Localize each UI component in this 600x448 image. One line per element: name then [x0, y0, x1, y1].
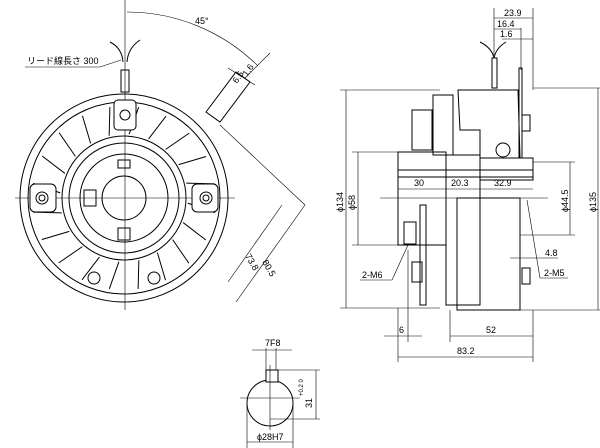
- key-tolerance: +0.2 0: [299, 378, 305, 396]
- screw-2-m6: 2-M6: [362, 270, 383, 280]
- key-height: 31: [304, 398, 314, 408]
- cooling-fin: [165, 132, 190, 150]
- dim-16-4: 16.4: [497, 19, 515, 29]
- key-width: 7F8: [265, 338, 281, 348]
- front-view: リード線長さ 300 45° 1.6 6.5 73.8 80.5: [15, 0, 306, 310]
- cooling-fin: [178, 155, 207, 166]
- bot-dim-6: 6: [399, 325, 404, 335]
- dim-1-6: 1.6: [500, 29, 513, 39]
- side-view: 23.9 16.4 1.6 ϕ134 ϕ58 ϕ135: [335, 8, 600, 362]
- cooling-fin: [81, 115, 92, 144]
- dim-23-9: 23.9: [504, 8, 522, 18]
- cooling-fin: [156, 252, 167, 281]
- cooling-fin: [182, 222, 207, 241]
- len-32-9: 32.9: [494, 178, 512, 188]
- screw-2-m5: 2-M5: [544, 268, 565, 278]
- cooling-fin: [108, 107, 111, 136]
- cooling-fin: [41, 230, 70, 241]
- cooling-fin: [172, 239, 190, 264]
- radius-80-5: 80.5: [260, 258, 277, 278]
- len-20-3: 20.3: [451, 178, 469, 188]
- lead-wire-label: リード線長さ 300: [27, 55, 99, 66]
- cooling-fin: [81, 256, 100, 281]
- keyway-view: 7F8 31 +0.2 0 ϕ28H7: [240, 338, 320, 448]
- cooling-fin: [137, 260, 140, 289]
- dia-44-5: ϕ44.5: [560, 189, 570, 212]
- total-length: 83.2: [457, 346, 475, 356]
- cooling-fin: [58, 132, 76, 157]
- cooling-fin: [58, 246, 83, 264]
- dia-134: ϕ134: [335, 192, 345, 212]
- dia-135: ϕ135: [588, 192, 598, 212]
- cooling-fin: [148, 115, 167, 140]
- dia-58: ϕ58: [347, 195, 357, 210]
- cooling-fin: [41, 155, 66, 174]
- depth-4-8: 4.8: [545, 248, 558, 258]
- len-30: 30: [414, 178, 424, 188]
- bot-dim-52: 52: [486, 325, 496, 335]
- bore-dia: ϕ28H7: [257, 432, 284, 442]
- cooling-fin: [108, 261, 120, 289]
- angle-label: 45°: [195, 16, 209, 26]
- radius-73-8: 73.8: [243, 252, 260, 272]
